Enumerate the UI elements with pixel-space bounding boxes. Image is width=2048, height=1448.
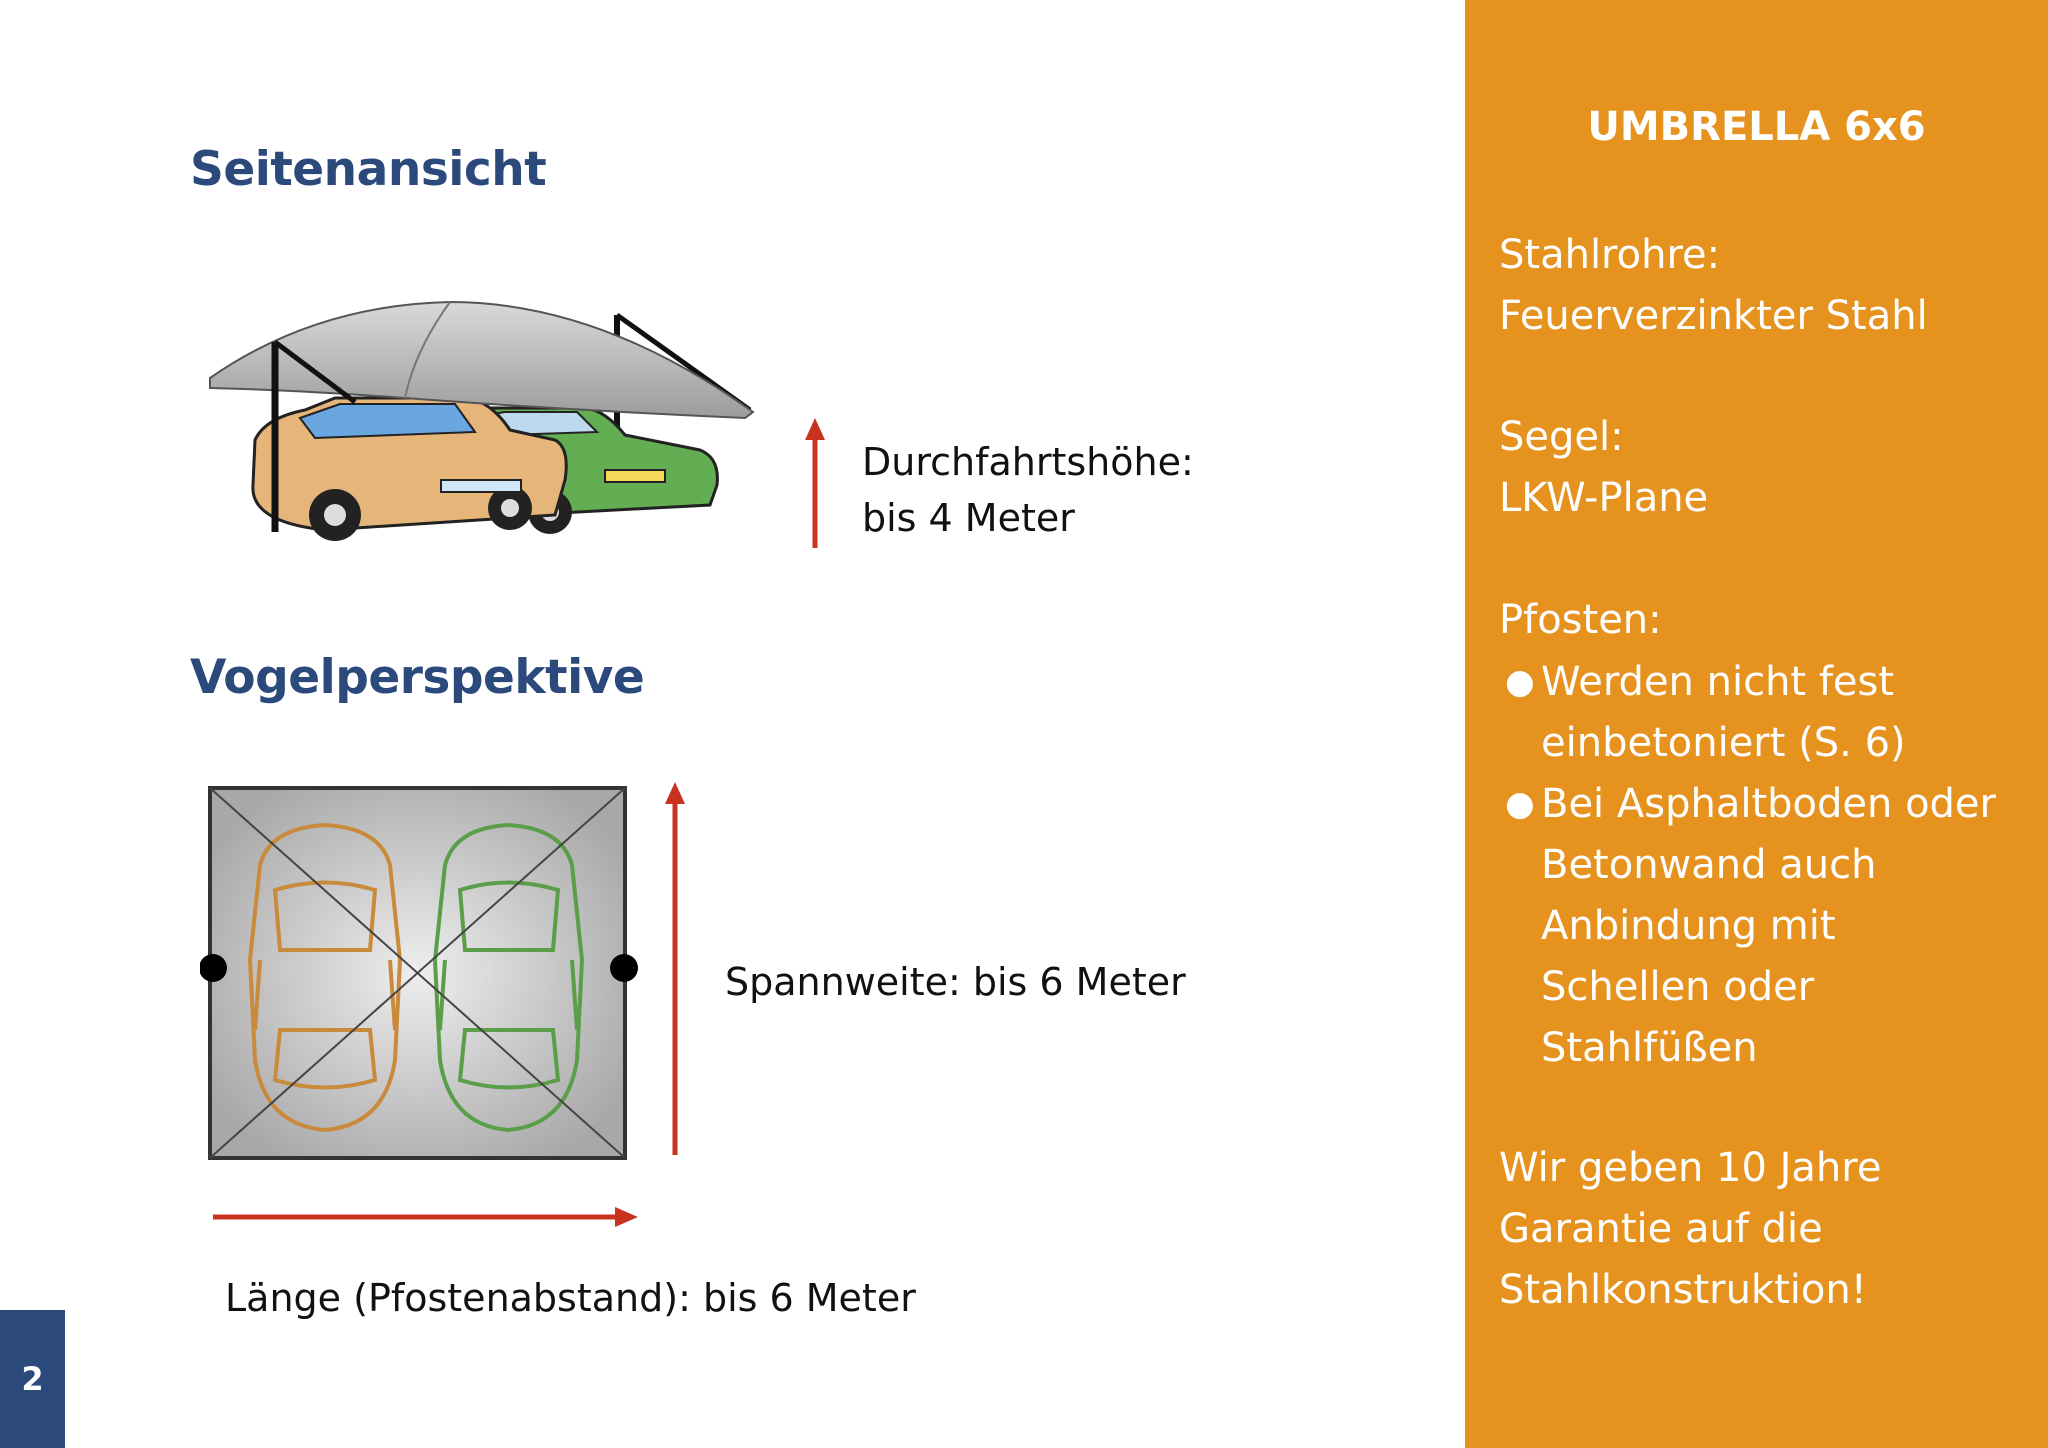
posts-list: ●Werden nicht fest einbetoniert (S. 6) ●… xyxy=(1499,652,2044,1079)
posts-item-text: Bei Asphaltboden oder Betonwand auch Anb… xyxy=(1541,781,1996,1071)
top-view-heading: Vogelperspektive xyxy=(190,650,645,705)
length-label: Länge (Pfostenabstand): bis 6 Meter xyxy=(225,1276,916,1320)
bullet-icon: ● xyxy=(1505,662,1535,702)
bullet-icon: ● xyxy=(1505,784,1535,824)
orange-car-outline xyxy=(247,822,403,1133)
tubes-label: Stahlrohre: xyxy=(1499,232,1721,278)
green-car-outline xyxy=(432,822,585,1133)
length-arrow xyxy=(213,1207,638,1227)
page-number: 2 xyxy=(0,1310,65,1448)
post-right xyxy=(610,954,638,982)
carport-side-view-illustration xyxy=(209,300,755,541)
height-value: bis 4 Meter xyxy=(862,496,1075,540)
side-view-heading: Seitenansicht xyxy=(190,142,547,197)
posts-list-item: ●Bei Asphaltboden oder Betonwand auch An… xyxy=(1499,774,2044,1079)
height-arrow xyxy=(805,418,825,548)
posts-item-text: Werden nicht fest einbetoniert (S. 6) xyxy=(1541,659,1906,766)
page-number-text: 2 xyxy=(21,1360,44,1398)
span-label: Spannweite: bis 6 Meter xyxy=(725,960,1186,1004)
height-label: Durchfahrtshöhe: xyxy=(862,440,1194,484)
sail-label: Segel: xyxy=(1499,414,1624,460)
orange-car xyxy=(251,396,568,541)
sidebar-title: UMBRELLA 6x6 xyxy=(1587,104,1926,150)
post-left xyxy=(200,954,227,982)
guarantee-text: Wir geben 10 Jahre Garantie auf die Stah… xyxy=(1499,1145,1882,1313)
sail-value: LKW-Plane xyxy=(1499,475,1709,521)
carport-top-view-illustration xyxy=(200,786,638,1160)
product-info-sidebar: UMBRELLA 6x6 Stahlrohre: Feuerverzinkter… xyxy=(1465,0,2048,1448)
posts-list-item: ●Werden nicht fest einbetoniert (S. 6) xyxy=(1499,652,2044,774)
tubes-value: Feuerverzinkter Stahl xyxy=(1499,293,1928,339)
span-arrow xyxy=(665,782,685,1155)
posts-label: Pfosten: xyxy=(1499,597,1662,643)
